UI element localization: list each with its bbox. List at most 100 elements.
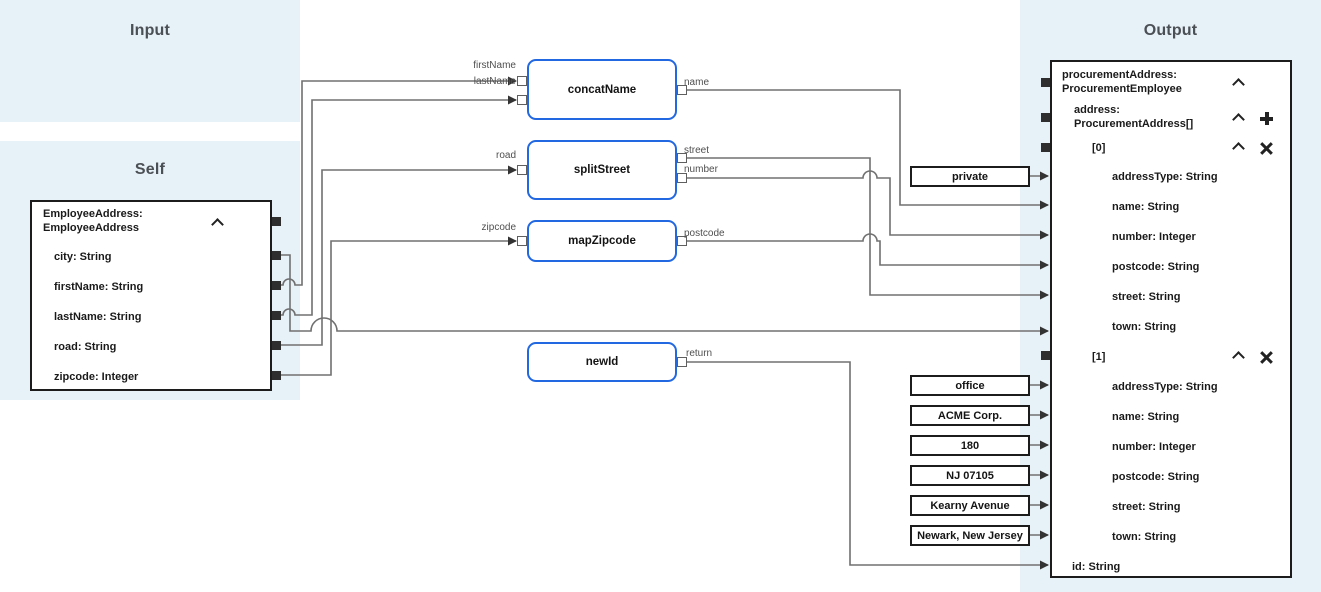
port-mapZipcode-in-zipcode[interactable] <box>517 236 527 246</box>
wire-street-to-street0 <box>683 157 1049 300</box>
source-field-zipcode[interactable]: zipcode: Integer <box>54 371 139 383</box>
transform-mapZipcode-label: mapZipcode <box>568 235 636 247</box>
collapse-chevron-icon[interactable] <box>1232 113 1245 126</box>
remove-item-x-icon[interactable] <box>1260 351 1273 364</box>
constant-private-label: private <box>951 170 989 183</box>
port-label-number: number <box>684 164 718 175</box>
constant-private[interactable]: private <box>910 166 1030 187</box>
constant-acme-corp[interactable]: ACME Corp. <box>910 405 1030 426</box>
target-field-postcode-0[interactable]: postcode: String <box>1112 261 1200 273</box>
port-output-address[interactable] <box>1041 113 1050 122</box>
target-field-name-0[interactable]: name: String <box>1112 201 1180 213</box>
port-splitStreet-in-road[interactable] <box>517 165 527 175</box>
port-output-item-0[interactable] <box>1041 143 1050 152</box>
target-field-number-1[interactable]: number: Integer <box>1112 441 1196 453</box>
output-address-title-line1: address: <box>1074 104 1120 116</box>
constant-newark-new-jersey[interactable]: Newark, New Jersey <box>910 525 1030 546</box>
port-output-item-1[interactable] <box>1041 351 1050 360</box>
source-field-road[interactable]: road: String <box>54 341 117 353</box>
output-document-panel[interactable]: procurementAddress: ProcurementEmployee … <box>1050 60 1292 578</box>
output-item-1[interactable]: [1] <box>1092 351 1106 363</box>
port-newId-out-return[interactable] <box>677 357 687 367</box>
transform-newId-label: newId <box>585 356 619 368</box>
transform-newId[interactable]: newId <box>527 342 677 382</box>
input-region: Input <box>0 0 300 122</box>
source-field-city[interactable]: city: String <box>54 251 112 263</box>
port-label-zipcode: zipcode <box>481 222 516 233</box>
self-document-title-line2: EmployeeAddress <box>43 222 139 234</box>
port-label-name: name <box>684 77 710 88</box>
target-field-name-1[interactable]: name: String <box>1112 411 1180 423</box>
output-root-title: procurementAddress: ProcurementEmployee <box>1062 68 1182 96</box>
wire-city-to-town0 <box>276 254 1049 336</box>
collapse-chevron-icon[interactable] <box>1232 142 1245 155</box>
self-document-title: EmployeeAddress: EmployeeAddress <box>43 207 143 235</box>
wire-name-to-name0 <box>683 89 1049 210</box>
target-field-addressType-1[interactable]: addressType: String <box>1112 381 1218 393</box>
port-concatName-out-name[interactable] <box>677 85 687 95</box>
target-field-postcode-1[interactable]: postcode: String <box>1112 471 1200 483</box>
target-field-town-0[interactable]: town: String <box>1112 321 1177 333</box>
port-label-return: return <box>686 348 713 359</box>
port-self-root[interactable] <box>272 217 281 226</box>
wire-number-to-number0 <box>683 170 1049 240</box>
constant-kearny-avenue[interactable]: Kearny Avenue <box>910 495 1030 516</box>
collapse-chevron-icon[interactable] <box>1232 351 1245 364</box>
constant-office[interactable]: office <box>910 375 1030 396</box>
source-field-lastName[interactable]: lastName: String <box>54 311 142 323</box>
collapse-chevron-icon[interactable] <box>211 218 224 231</box>
port-label-firstName: firstName <box>473 60 516 71</box>
port-splitStreet-out-street[interactable] <box>677 153 687 163</box>
wire-firstName-to-concatName <box>276 76 517 286</box>
port-label-postcode: postcode <box>684 228 725 239</box>
wire-lastName-to-concatName <box>276 95 517 316</box>
collapse-chevron-icon[interactable] <box>1232 78 1245 91</box>
constant-180[interactable]: 180 <box>910 435 1030 456</box>
output-item-0[interactable]: [0] <box>1092 142 1106 154</box>
self-document-panel[interactable]: EmployeeAddress: EmployeeAddress city: S… <box>30 200 272 391</box>
constant-nj-07105-label: NJ 07105 <box>946 469 994 482</box>
target-field-street-0[interactable]: street: String <box>1112 291 1181 303</box>
output-root-title-line1: procurementAddress: <box>1062 69 1177 81</box>
target-field-number-0[interactable]: number: Integer <box>1112 231 1196 243</box>
target-field-street-1[interactable]: street: String <box>1112 501 1181 513</box>
wire-return-to-id <box>683 361 1049 570</box>
remove-item-x-icon[interactable] <box>1260 142 1273 155</box>
port-splitStreet-out-number[interactable] <box>677 173 687 183</box>
transform-concatName[interactable]: concatName <box>527 59 677 120</box>
target-field-town-1[interactable]: town: String <box>1112 531 1177 543</box>
wire-road-to-splitStreet <box>276 165 517 346</box>
target-field-addressType-0[interactable]: addressType: String <box>1112 171 1218 183</box>
port-mapZipcode-out-postcode[interactable] <box>677 236 687 246</box>
port-firstName[interactable] <box>272 281 281 290</box>
port-output-root[interactable] <box>1041 78 1050 87</box>
constant-180-label: 180 <box>960 439 980 452</box>
port-road[interactable] <box>272 341 281 350</box>
port-concatName-in-lastName[interactable] <box>517 95 527 105</box>
output-region-title: Output <box>1143 22 1198 39</box>
self-region-title: Self <box>134 161 166 178</box>
output-root-title-line2: ProcurementEmployee <box>1062 83 1182 95</box>
port-zipcode[interactable] <box>272 371 281 380</box>
transform-mapZipcode[interactable]: mapZipcode <box>527 220 677 262</box>
constant-nj-07105[interactable]: NJ 07105 <box>910 465 1030 486</box>
constant-acme-corp-label: ACME Corp. <box>937 409 1003 422</box>
wire-zipcode-to-mapZipcode <box>276 236 517 376</box>
input-region-title: Input <box>129 22 171 39</box>
constant-kearny-avenue-label: Kearny Avenue <box>930 499 1010 512</box>
transform-splitStreet-label: splitStreet <box>573 164 631 176</box>
port-concatName-in-firstName[interactable] <box>517 76 527 86</box>
wire-postcode-to-postcode0 <box>683 233 1049 270</box>
transform-concatName-label: concatName <box>567 83 637 96</box>
output-address-title: address: ProcurementAddress[] <box>1074 103 1193 131</box>
port-label-street: street <box>684 145 710 156</box>
transform-splitStreet[interactable]: splitStreet <box>527 140 677 200</box>
self-document-title-line1: EmployeeAddress: <box>43 208 143 220</box>
port-city[interactable] <box>272 251 281 260</box>
add-item-plus-icon[interactable] <box>1260 112 1273 125</box>
source-field-firstName[interactable]: firstName: String <box>54 281 144 293</box>
target-field-id[interactable]: id: String <box>1072 561 1121 573</box>
port-lastName[interactable] <box>272 311 281 320</box>
